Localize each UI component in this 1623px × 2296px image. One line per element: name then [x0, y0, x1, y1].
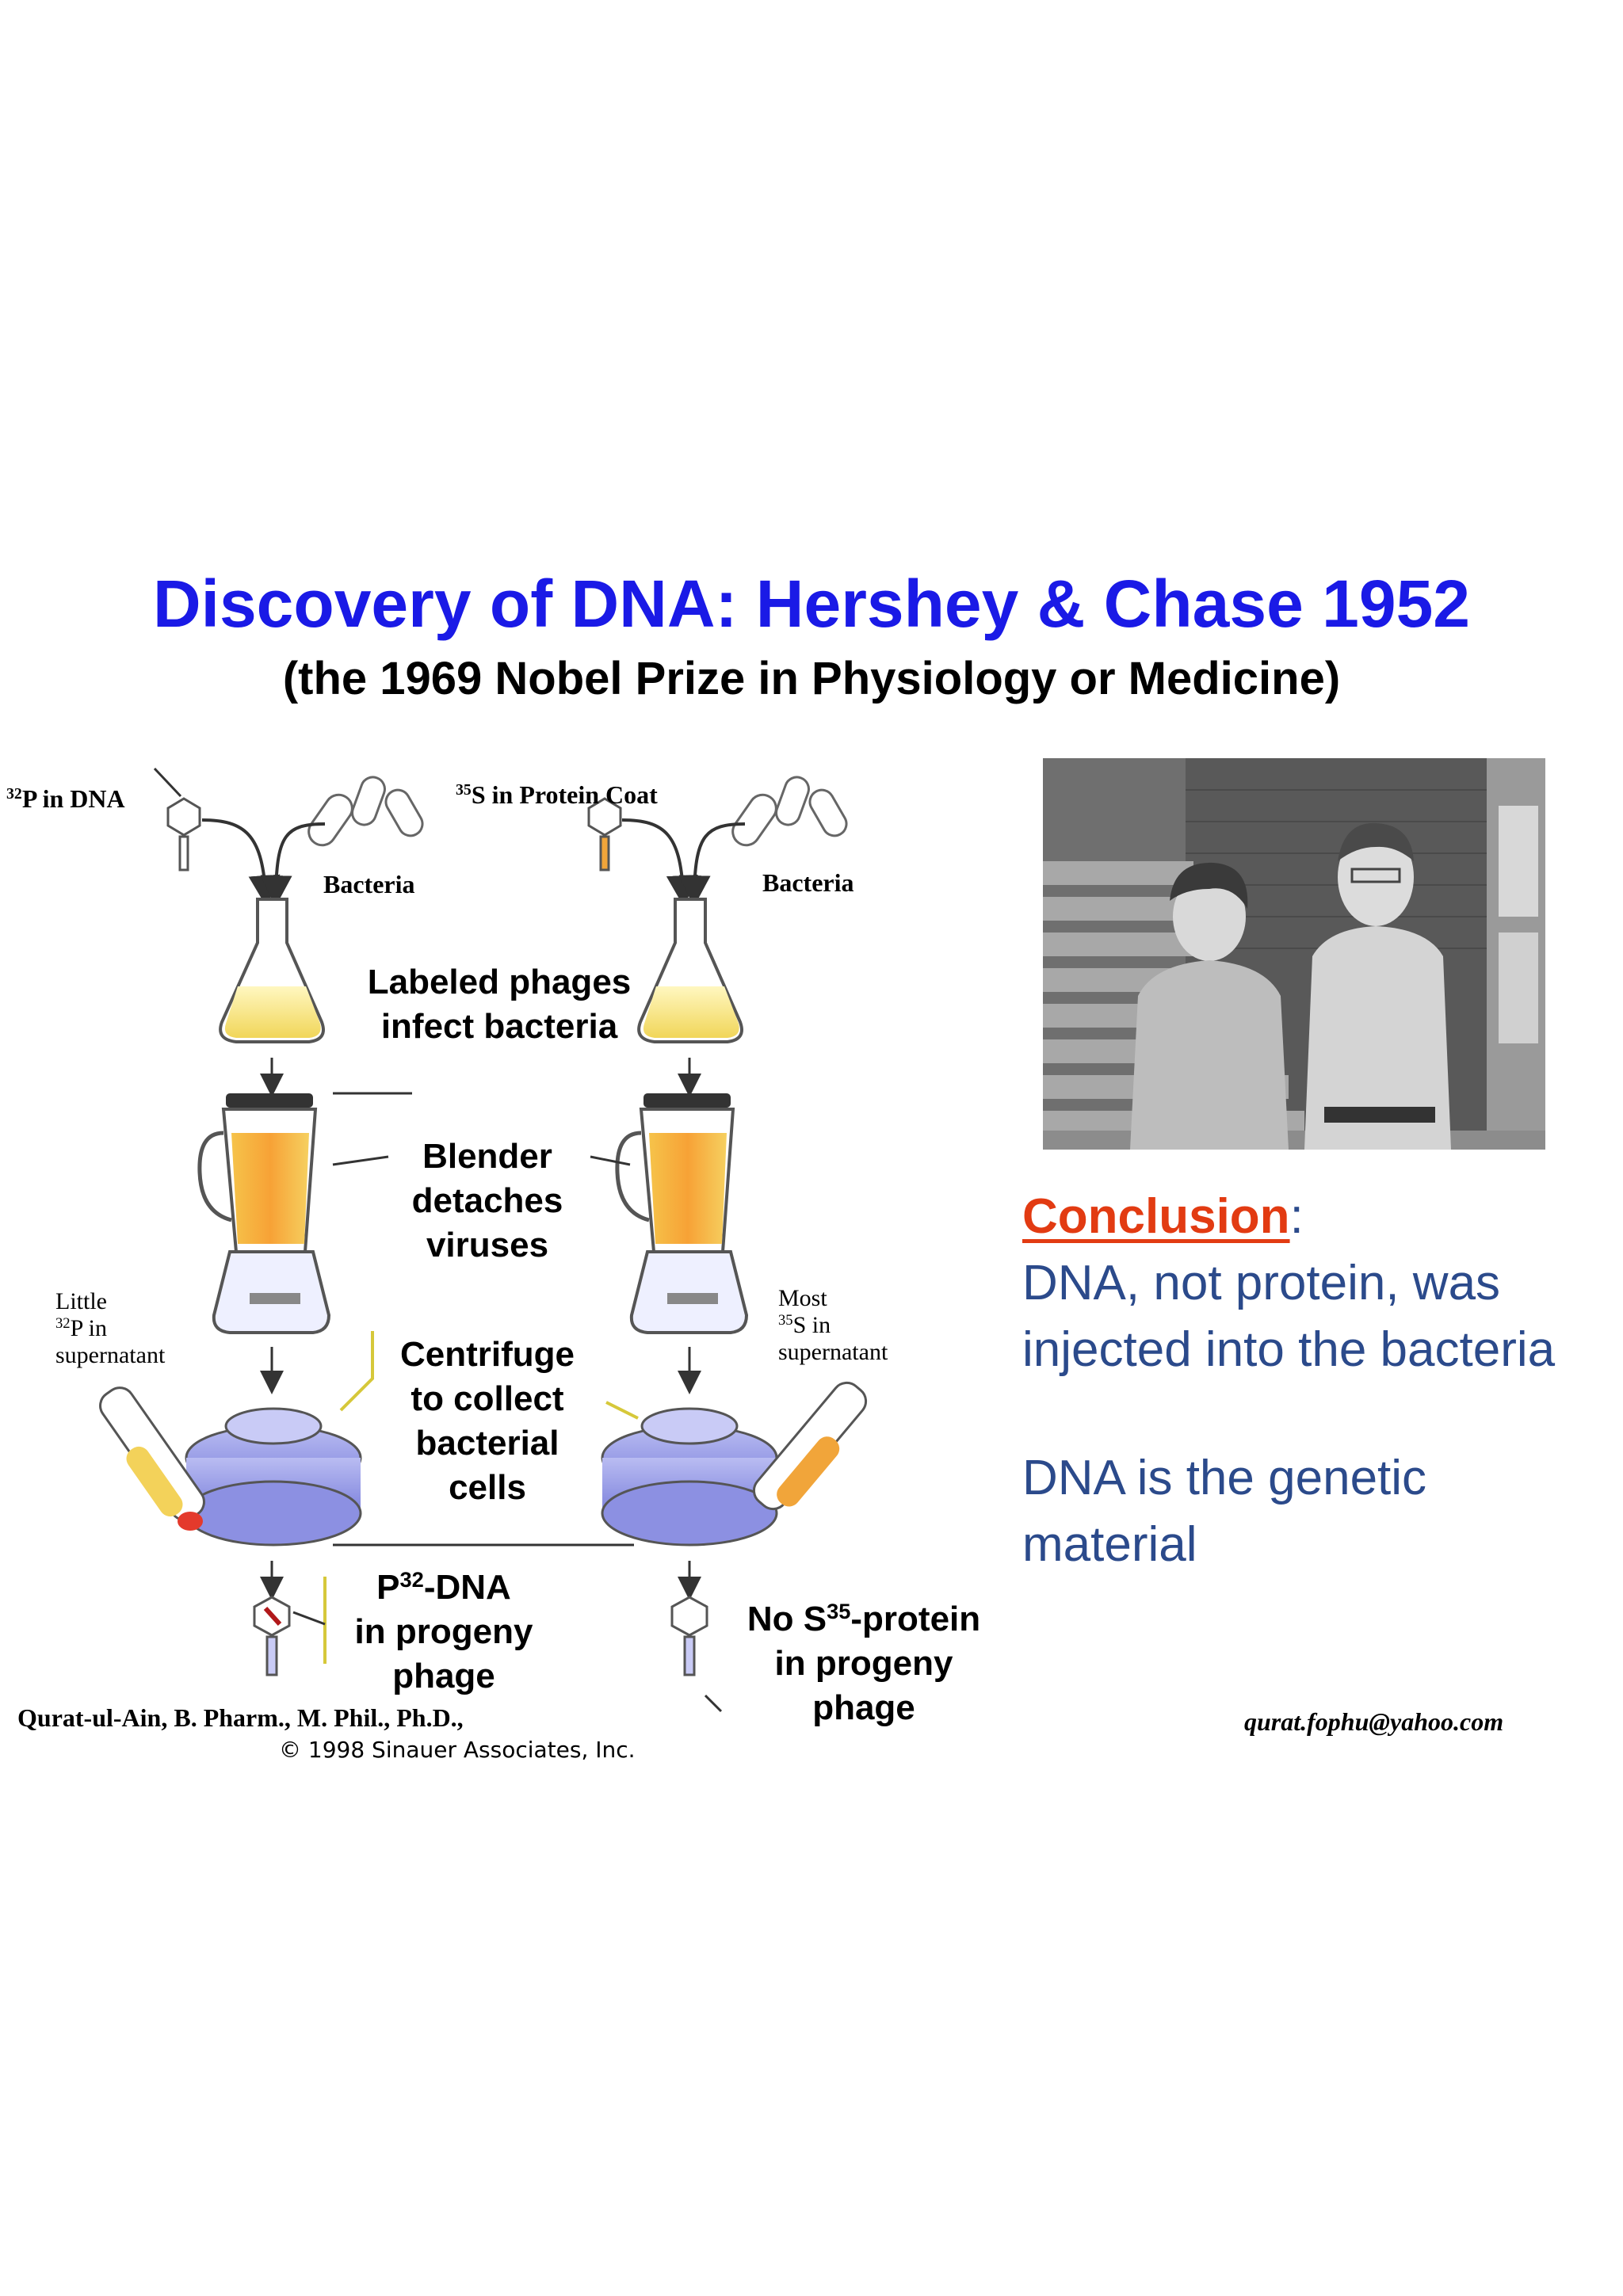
- centrifuge-right: [601, 1381, 868, 1547]
- label-labeled-phages-infect-bacteria: Labeled phages infect bacteria: [367, 963, 632, 1046]
- conclusion-line-4: material: [1022, 1517, 1197, 1572]
- copyright-credit: © 1998 Sinauer Associates, Inc.: [279, 1737, 636, 1763]
- blender-right: [615, 1093, 749, 1334]
- progeny-phage-right: [670, 1596, 708, 1676]
- hershey-chase-diagram: [99, 767, 868, 1713]
- left-column-artwork: [99, 776, 424, 1676]
- label-most-35s-in-supernatant: Most 35S in supernatant: [778, 1285, 888, 1365]
- callout-lines: [153, 767, 723, 1713]
- hershey-chase-photo: [1043, 758, 1545, 1150]
- flask-right: [637, 898, 743, 1043]
- progeny-phage-left: [253, 1596, 291, 1676]
- blender-left: [197, 1093, 331, 1334]
- bacteria-left: [307, 776, 424, 847]
- author-credit: Qurat-ul-Ain, B. Pharm., M. Phil., Ph.D.…: [17, 1703, 464, 1732]
- label-centrifuge-to-collect-bacterial-cells: Centrifuge to collect bacterial cells: [400, 1335, 575, 1507]
- label-little-32p-in-supernatant: Little 32P in supernatant: [55, 1288, 166, 1368]
- label-bacteria-right: Bacteria: [762, 868, 854, 897]
- flask-left: [219, 898, 325, 1043]
- labeled-phage-left: [166, 797, 201, 871]
- conclusion-line-1: DNA, not protein, was: [1022, 1256, 1501, 1310]
- centrifuge-left: [99, 1386, 362, 1547]
- email-credit: qurat.fophu@yahoo.com: [1244, 1707, 1504, 1736]
- slide-subtitle: (the 1969 Nobel Prize in Physiology or M…: [282, 653, 1341, 704]
- label-blender-detaches-viruses: Blender detaches viruses: [411, 1137, 563, 1264]
- conclusion-heading-line: Conclusion:: [1022, 1184, 1304, 1250]
- photo-woman-figure: [1130, 862, 1289, 1150]
- conclusion-line-3: DNA is the genetic: [1022, 1451, 1427, 1505]
- slide-title: Discovery of DNA: Hershey & Chase 1952: [152, 566, 1471, 641]
- label-bacteria-left: Bacteria: [323, 870, 415, 898]
- photo-man-figure: [1304, 822, 1451, 1150]
- photo-illustration: [1043, 758, 1545, 1150]
- labeled-phage-right: [587, 797, 622, 871]
- label-no-s35-protein-in-progeny-phage: No S35-protein in progeny phage: [747, 1599, 981, 1727]
- conclusion-colon: :: [1289, 1189, 1304, 1244]
- label-32p-in-dna: 32P in DNA: [6, 784, 125, 813]
- conclusion-line-2: injected into the bacteria: [1022, 1322, 1556, 1377]
- label-p32-dna-in-progeny-phage: P32-DNA in progeny phage: [354, 1567, 533, 1695]
- bacteria-right: [731, 776, 848, 847]
- label-35s-in-protein-coat: 35S in Protein Coat: [456, 780, 658, 809]
- conclusion-heading: Conclusion: [1022, 1189, 1290, 1244]
- right-column-artwork: [587, 776, 868, 1676]
